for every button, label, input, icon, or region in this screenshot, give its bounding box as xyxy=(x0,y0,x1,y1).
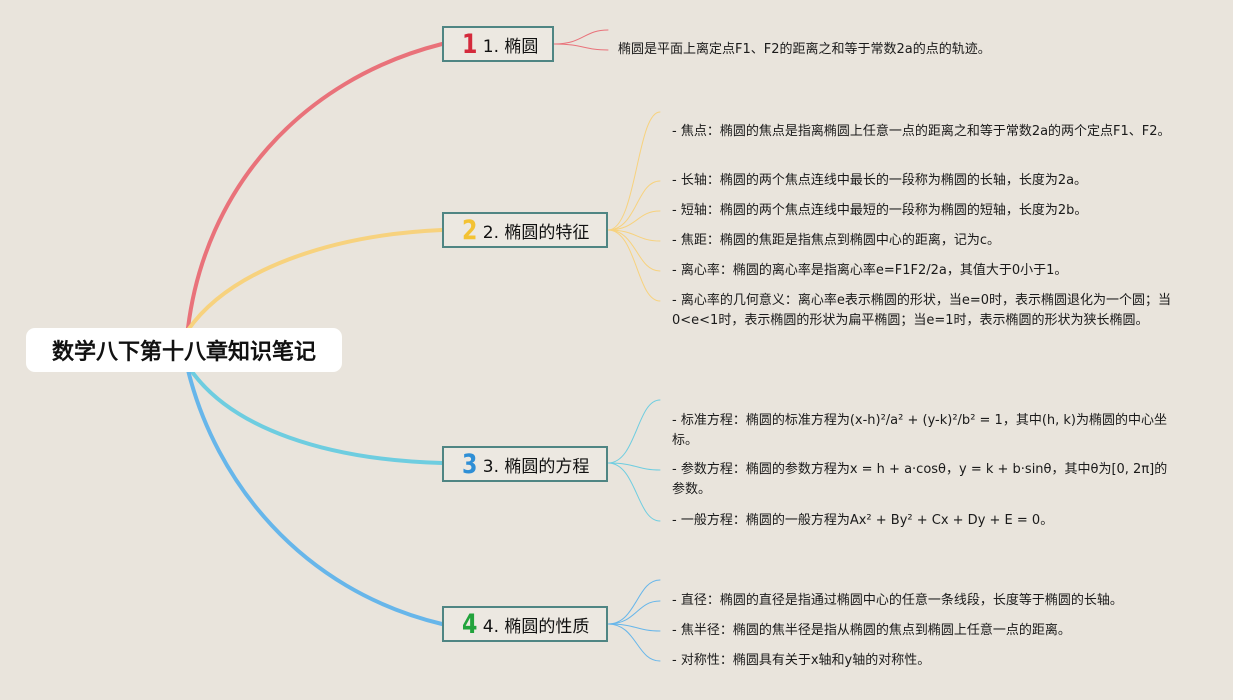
leaf-focal-distance: - 焦距：椭圆的焦距是指焦点到椭圆中心的距离，记为c。 xyxy=(672,233,1000,248)
leaf-general-equation: - 一般方程：椭圆的一般方程为Ax² + By² + Cx + Dy + E =… xyxy=(672,513,1054,528)
leaf-connector xyxy=(607,229,661,302)
leaf-symmetry: - 对称性：椭圆具有关于x轴和y轴的对称性。 xyxy=(672,653,931,668)
leaf-major-axis: - 长轴：椭圆的两个焦点连线中最长的一段称为椭圆的长轴，长度为2a。 xyxy=(672,173,1088,188)
leaf-focus: - 焦点：椭圆的焦点是指离椭圆上任意一点的距离之和等于常数2a的两个定点F1、F… xyxy=(672,124,1171,139)
branch-ellipse-definition[interactable]: 1 1. 椭圆 xyxy=(442,26,554,62)
branch-number-4: 4 xyxy=(462,608,478,640)
branch-connector xyxy=(186,368,444,626)
root-topic[interactable]: 数学八下第十八章知识笔记 xyxy=(26,328,342,372)
leaf-connector xyxy=(607,579,661,625)
leaf-connector xyxy=(607,210,661,231)
branch-ellipse-features[interactable]: 2 2. 椭圆的特征 xyxy=(442,212,608,248)
branch-connector xyxy=(186,42,444,330)
branch-number-1: 1 xyxy=(462,28,478,60)
leaf-eccentricity-meaning: - 离心率的几何意义：离心率e表示椭圆的形状，当e=0时，表示椭圆退化为一个圆；… xyxy=(672,293,1171,328)
leaf-connector xyxy=(607,462,661,522)
branch-label: 3. 椭圆的方程 xyxy=(482,456,590,477)
branch-connector xyxy=(186,228,444,332)
leaf-eccentricity: - 离心率：椭圆的离心率是指离心率e=F1F2/2a，其值大于0小于1。 xyxy=(672,263,1068,278)
branch-number-3: 3 xyxy=(462,448,478,480)
root-title: 数学八下第十八章知识笔记 xyxy=(51,340,316,365)
leaf-definition: 椭圆是平面上离定点F1、F2的距离之和等于常数2a的点的轨迹。 xyxy=(618,42,991,57)
branch-label: 1. 椭圆 xyxy=(482,36,539,57)
leaf-parametric-equation: - 参数方程：椭圆的参数方程为x = h + a·cosθ，y = k + b·… xyxy=(672,462,1168,497)
leaf-standard-equation: - 标准方程：椭圆的标准方程为(x-h)²/a² + (y-k)²/b² = 1… xyxy=(672,413,1168,448)
leaf-connector xyxy=(607,111,661,231)
leaf-connector xyxy=(607,229,661,272)
leaf-focal-radius: - 焦半径：椭圆的焦半径是指从椭圆的焦点到椭圆上任意一点的距离。 xyxy=(672,623,1071,638)
leaf-diameter: - 直径：椭圆的直径是指通过椭圆中心的任意一条线段，长度等于椭圆的长轴。 xyxy=(672,593,1123,608)
branch-label: 2. 椭圆的特征 xyxy=(482,222,590,243)
leaf-connector xyxy=(553,29,609,45)
branch-ellipse-properties[interactable]: 4 4. 椭圆的性质 xyxy=(442,606,608,642)
leaf-connector xyxy=(607,600,661,625)
branch-ellipse-equations[interactable]: 3 3. 椭圆的方程 xyxy=(442,446,608,482)
leaf-connector xyxy=(607,462,661,471)
branch-number-2: 2 xyxy=(462,214,478,246)
branch-connector xyxy=(186,364,444,465)
leaf-connector xyxy=(607,180,661,231)
branch-label: 4. 椭圆的性质 xyxy=(482,616,590,637)
leaf-connector xyxy=(607,399,661,464)
leaf-connector xyxy=(553,43,609,51)
leaf-connector xyxy=(607,623,661,662)
leaf-minor-axis: - 短轴：椭圆的两个焦点连线中最短的一段称为椭圆的短轴，长度为2b。 xyxy=(672,203,1088,218)
